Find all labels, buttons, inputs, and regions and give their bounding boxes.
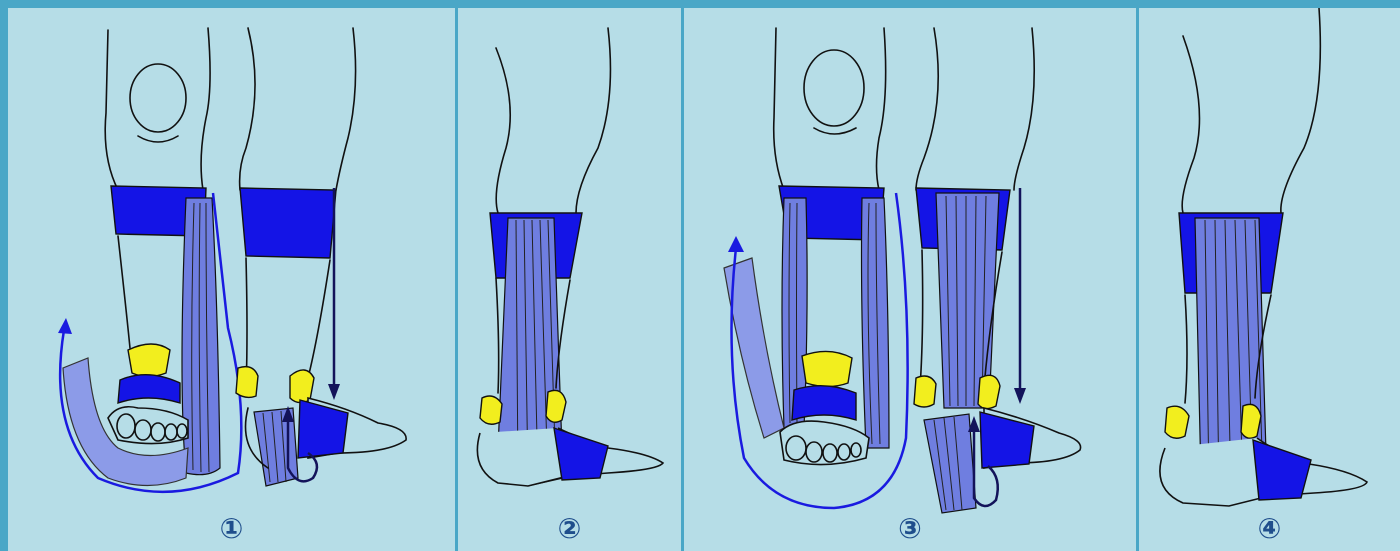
panel-step-2: ② bbox=[458, 8, 681, 551]
step-number-2: ② bbox=[458, 513, 681, 545]
step-4-illustration bbox=[1139, 8, 1400, 551]
step-number-4: ④ bbox=[1139, 513, 1400, 545]
step-number-3: ③ bbox=[684, 513, 1136, 545]
panel-step-4: ④ bbox=[1139, 8, 1400, 551]
step-3-illustration bbox=[684, 8, 1136, 551]
panel-step-1: ① bbox=[8, 8, 455, 551]
step-1-illustration bbox=[8, 8, 455, 551]
step-2-illustration bbox=[458, 8, 681, 551]
panel-step-3: ③ bbox=[684, 8, 1136, 551]
step-number-1: ① bbox=[8, 513, 455, 545]
